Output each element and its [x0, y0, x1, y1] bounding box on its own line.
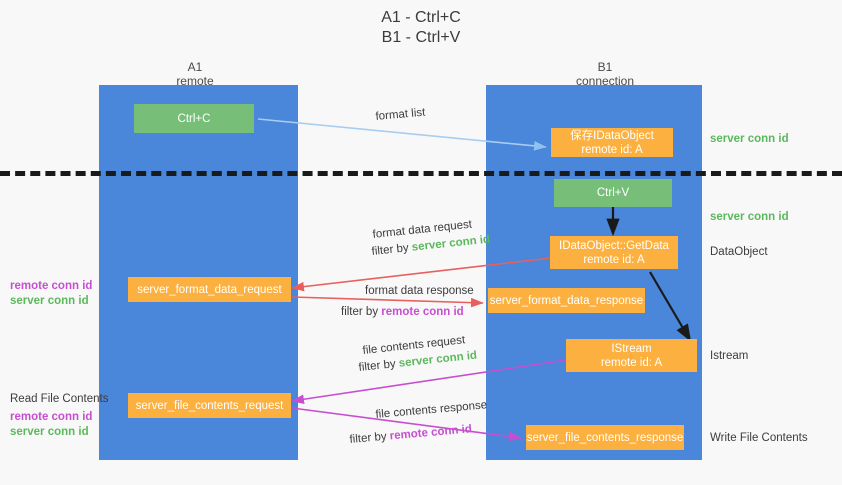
box-save-idataobject[interactable]: 保存IDataObject remote id: A	[551, 128, 673, 157]
box-getdata[interactable]: IDataObject::GetData remote id: A	[550, 236, 678, 269]
box-server-format-data-request-label: server_format_data_request	[137, 283, 282, 296]
annotation-server-conn-id-top: server conn id	[710, 133, 789, 145]
box-istream-line2: remote id: A	[600, 356, 663, 369]
box-ctrl-v[interactable]: Ctrl+V	[554, 179, 672, 207]
annotation-dataobject: DataObject	[710, 246, 768, 258]
box-ctrl-c-label: Ctrl+C	[177, 112, 211, 125]
box-save-idataobject-line2: remote id: A	[581, 143, 643, 156]
column-b1-name: B1	[597, 60, 613, 74]
box-getdata-line2: remote id: A	[583, 253, 645, 266]
annotation-read-file-contents: Read File Contents	[10, 393, 109, 405]
column-b1-role: connection	[575, 74, 635, 88]
remote-conn-id-text-1: remote conn id	[381, 306, 464, 318]
title-line-2: B1 - Ctrl+V	[381, 29, 461, 46]
box-server-format-data-response[interactable]: server_format_data_response	[488, 288, 645, 313]
box-server-file-contents-response[interactable]: server_file_contents_response	[526, 425, 684, 450]
box-save-idataobject-line1: 保存IDataObject	[570, 129, 654, 142]
filter-by-text-1: filter by	[371, 242, 410, 258]
box-istream-line1: IStream	[611, 342, 652, 355]
page-title: A1 - Ctrl+C B1 - Ctrl+V	[0, 8, 842, 48]
annotation-server-conn-id-2: server conn id	[10, 426, 89, 438]
column-a1-name: A1	[187, 60, 203, 74]
box-server-file-contents-response-label: server_file_contents_response	[526, 431, 684, 444]
box-server-file-contents-request[interactable]: server_file_contents_request	[128, 393, 291, 418]
annotation-remote-conn-id-1: remote conn id	[10, 280, 93, 292]
title-line-1: A1 - Ctrl+C	[381, 9, 461, 26]
annotation-remote-conn-id-2: remote conn id	[10, 411, 93, 423]
column-a1-role: remote	[176, 74, 214, 88]
box-ctrl-v-label: Ctrl+V	[596, 187, 630, 199]
phase-divider	[0, 171, 842, 176]
remote-conn-id-text-2: remote conn id	[389, 423, 473, 443]
edge-label-file-contents-response: file contents response	[375, 399, 488, 421]
annotation-server-conn-id-1: server conn id	[10, 295, 89, 307]
annotation-write-file-contents: Write File Contents	[710, 432, 808, 444]
box-getdata-line1: IDataObject::GetData	[559, 239, 669, 252]
annotation-server-conn-id-mid: server conn id	[710, 211, 789, 223]
edge-label-format-data-response-filter: filter by remote conn id	[341, 305, 464, 320]
box-server-format-data-response-label: server_format_data_response	[489, 294, 644, 307]
edge-label-format-data-response: format data response	[365, 285, 474, 297]
box-ctrl-c[interactable]: Ctrl+C	[134, 104, 254, 133]
column-header-b1: B1 connection	[530, 60, 680, 88]
box-server-file-contents-request-label: server_file_contents_request	[135, 399, 284, 412]
filter-by-text-3: filter by	[358, 358, 397, 374]
box-server-format-data-request[interactable]: server_format_data_request	[128, 277, 291, 302]
filter-by-text-2: filter by	[341, 306, 379, 318]
box-istream[interactable]: IStream remote id: A	[566, 339, 697, 372]
edge-label-format-list: format list	[375, 106, 426, 123]
edge-label-file-contents-response-filter: filter by remote conn id	[349, 422, 473, 448]
annotation-istream: Istream	[710, 350, 749, 362]
filter-by-text-4: filter by	[349, 430, 388, 446]
column-header-a1: A1 remote	[120, 60, 270, 88]
